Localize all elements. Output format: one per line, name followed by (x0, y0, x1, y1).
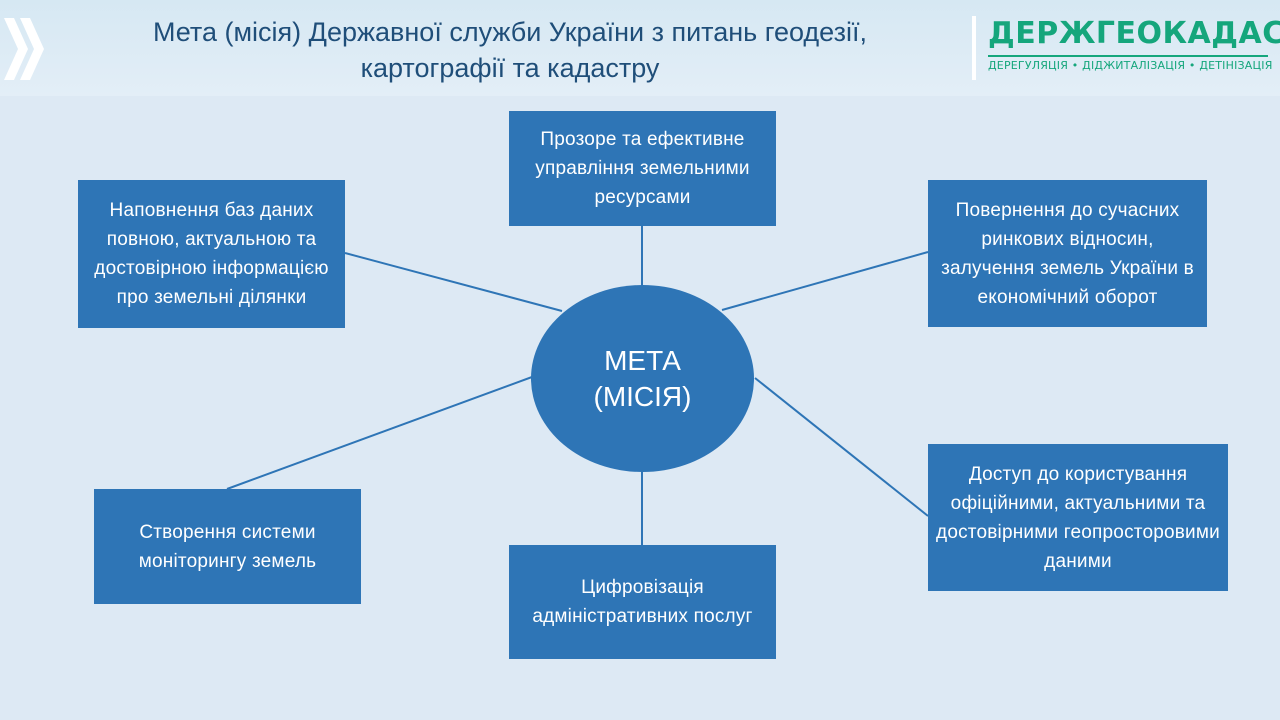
connector-bottom-right (754, 377, 929, 517)
node-top-right: Повернення до сучасних ринкових відносин… (928, 180, 1207, 327)
logo-name: ДЕРЖГЕОКАДАСТР (988, 16, 1280, 51)
chevrons-icon (4, 18, 44, 80)
logo-tagline: ДЕРЕГУЛЯЦІЯ • ДІДЖИТАЛІЗАЦІЯ • ДЕТІНІЗАЦ… (988, 59, 1273, 72)
slide-title: Мета (місія) Державної служби України з … (153, 17, 867, 83)
slide-header: Мета (місія) Державної служби України з … (0, 0, 1280, 96)
node-top-left: Наповнення баз даних повною, актуальною … (78, 180, 345, 328)
node-top: Прозоре та ефективне управління земельни… (509, 111, 776, 226)
connector-top-left (344, 252, 563, 312)
logo-underline (988, 55, 1268, 57)
node-bottom-left: Створення системи моніторингу земель (94, 489, 361, 604)
node-bottom: Цифровізація адміністративних послуг (509, 545, 776, 659)
connector-bottom-left (226, 376, 533, 490)
center-node: МЕТА (МІСІЯ) (531, 285, 754, 472)
node-bottom-right: Доступ до користування офіційними, актуа… (928, 444, 1228, 591)
logo-divider (972, 16, 976, 80)
connector-top-right (721, 251, 929, 311)
brand-logo: ДЕРЖГЕОКАДАСТР ДЕРЕГУЛЯЦІЯ • ДІДЖИТАЛІЗА… (972, 14, 1280, 82)
